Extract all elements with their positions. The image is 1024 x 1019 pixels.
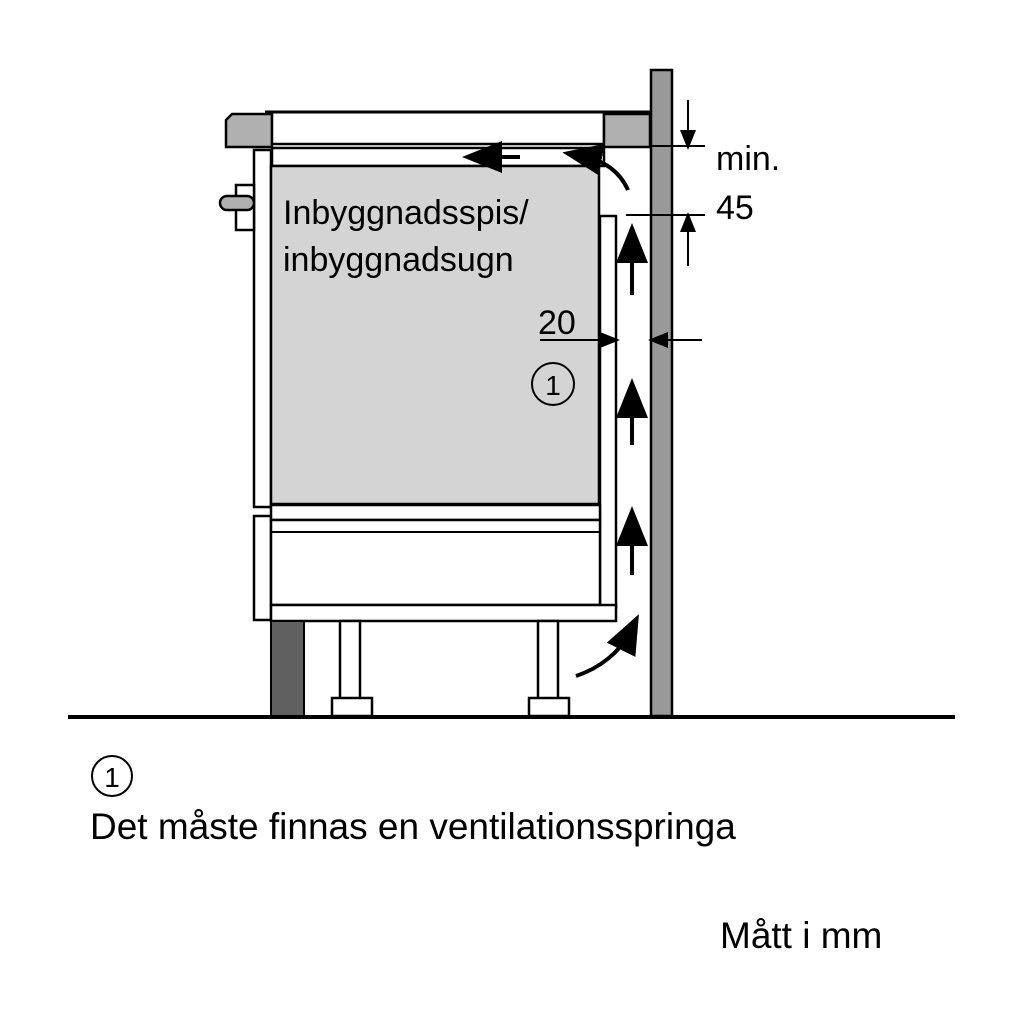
drawer	[252, 503, 618, 623]
plinth	[270, 620, 305, 717]
dimension-top-label-line2: 45	[716, 189, 754, 227]
units-note: Mått i mm	[720, 915, 883, 956]
dimension-top-label-line1: min.	[716, 140, 780, 178]
airflow-arrow-top-curve	[562, 143, 630, 191]
dimension-side-label: 20	[538, 304, 576, 342]
airflow-arrows	[462, 141, 648, 678]
callout-marker: 1	[531, 362, 575, 406]
legend-marker-number: 1	[104, 762, 120, 793]
legend-text: Det måste finnas en ventilationsspringa	[90, 806, 736, 847]
worktop-hob	[224, 110, 652, 149]
dimension-min-45	[626, 100, 705, 266]
side-wall	[649, 68, 674, 718]
legend-marker: 1	[91, 755, 133, 797]
cabinet-feet	[330, 619, 571, 718]
cabinet-frame	[252, 146, 606, 509]
oven-appliance	[269, 164, 601, 506]
appliance-label-line1: Inbyggnadsspis/	[283, 194, 529, 232]
airflow-arrow-bottom-curve	[575, 614, 639, 678]
door-handle	[218, 183, 256, 232]
callout-marker-number: 1	[545, 370, 561, 401]
appliance-label-line2: inbyggnadsugn	[283, 241, 514, 279]
cabinet-side-panel	[598, 214, 618, 610]
